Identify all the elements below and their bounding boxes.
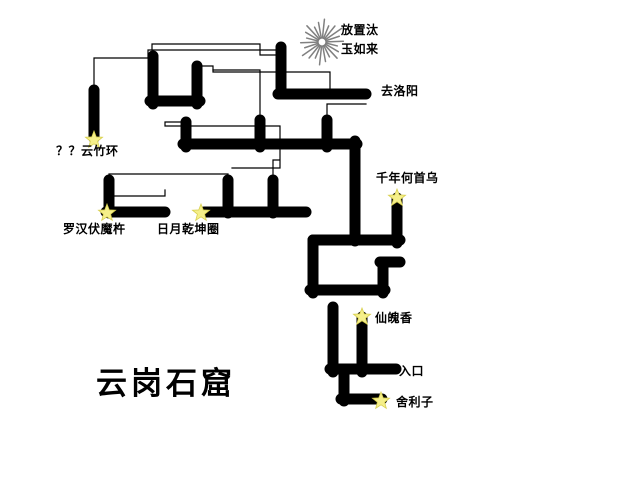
connector-upper-right xyxy=(196,65,331,95)
connector-room-branch xyxy=(109,189,166,197)
label-yurulai: 玉如来 xyxy=(341,42,379,56)
star-riyueqiankunquan xyxy=(191,202,211,222)
label-qiannianheshouwu: 千年何首乌 xyxy=(376,171,439,185)
label-yunzhuhuan: ？？云竹环 xyxy=(56,144,119,158)
connector-room-right xyxy=(272,159,280,181)
label-luohanfumochu: 罗汉伏魔杵 xyxy=(63,222,126,236)
label-xianhunxiang: 仙魄香 xyxy=(375,311,413,325)
label-rukou: 入口 xyxy=(399,364,425,378)
label-qu-luoyang: 去洛阳 xyxy=(381,84,419,98)
star-luohanfumochu xyxy=(97,202,117,222)
connector-mid-to-rooms xyxy=(164,121,281,169)
sparkle-burst xyxy=(299,18,345,66)
star-shelizi xyxy=(371,390,391,410)
connector-mid-vert-a xyxy=(212,69,261,121)
label-fangzhitai: 放置汰 xyxy=(341,23,379,37)
star-yunzhuhuan xyxy=(84,129,104,149)
star-xianhunxiang xyxy=(352,306,372,326)
map-title: 云岗石窟 xyxy=(96,366,236,402)
label-riyueqiankunquan: 日月乾坤圈 xyxy=(157,222,220,236)
connector-top-bracket xyxy=(151,43,282,56)
star-qiannianheshouwu xyxy=(387,187,407,207)
label-shelizi: 舍利子 xyxy=(396,395,434,409)
